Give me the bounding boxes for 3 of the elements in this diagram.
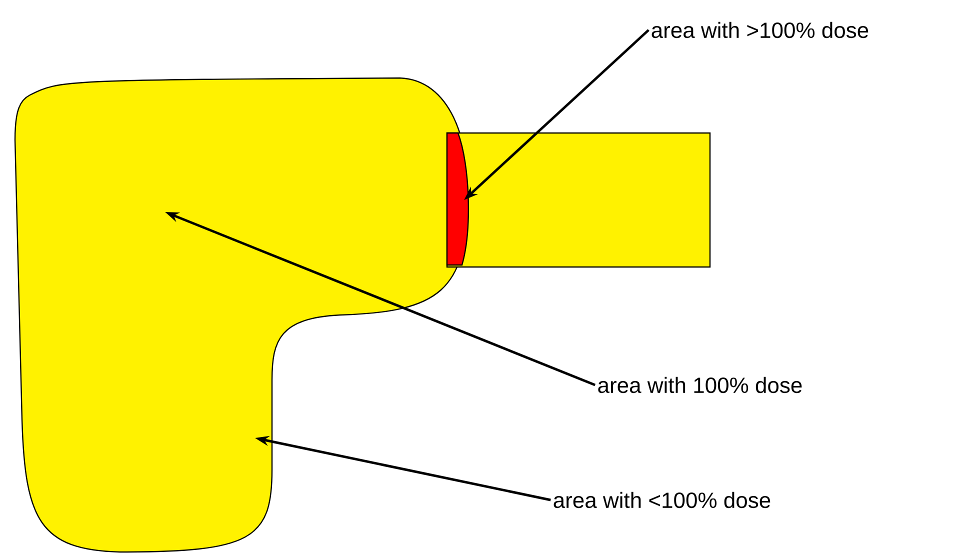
annotation-text: area with 100% dose [598, 376, 802, 394]
annotation-text: area with <100% dose [554, 492, 770, 508]
annotation-text: area with >100% dose [652, 22, 868, 38]
